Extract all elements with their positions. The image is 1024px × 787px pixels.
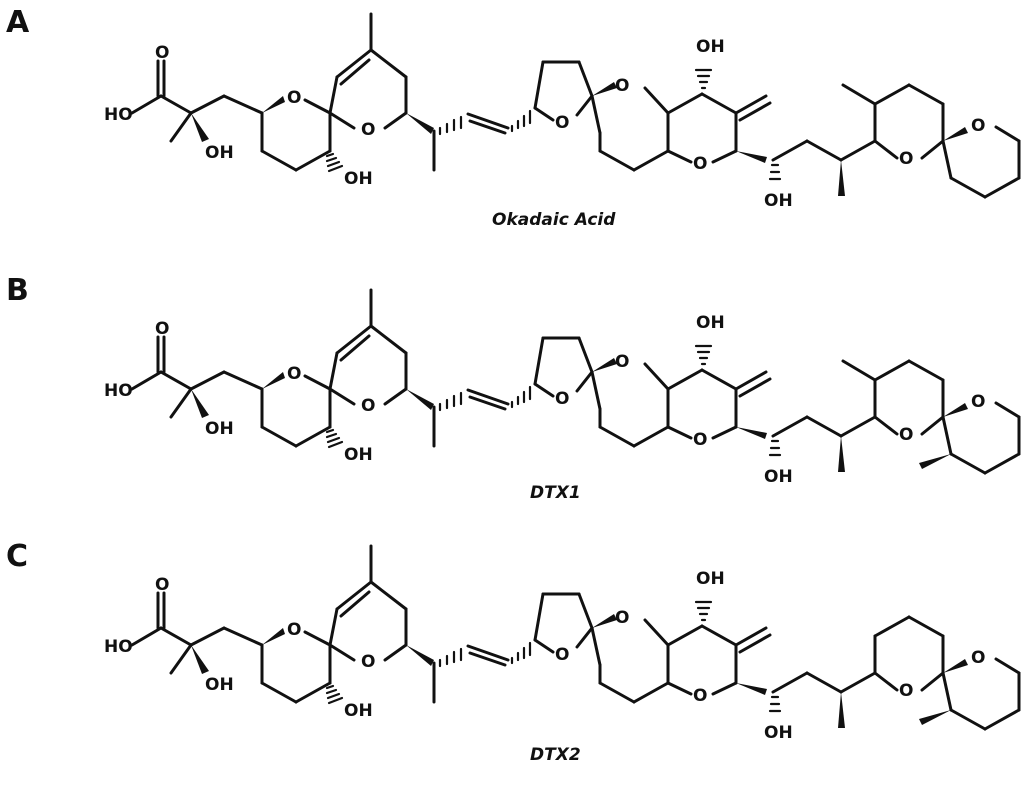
atom-label-o-ringA: O (287, 364, 301, 384)
atom-label-o-carbonyl: O (155, 575, 169, 595)
atom-label-o-ringG: O (971, 116, 985, 136)
compound-caption: Okadaic Acid (492, 210, 616, 230)
atom-label-o-ringD: O (615, 76, 629, 96)
atom-label-o-ringB: O (361, 120, 375, 140)
compound-caption: DTX1 (530, 483, 581, 503)
panel-letter: C (6, 539, 28, 574)
panel-c: C (6, 539, 1021, 765)
atom-label-ho-acid: HO (104, 381, 133, 401)
panel-b: B (6, 273, 1021, 503)
atom-label-o-ringB: O (361, 652, 375, 672)
c31-methyl-bond (841, 359, 877, 382)
c31-methyl-bond (841, 83, 877, 106)
atom-label-o-ringE: O (693, 686, 707, 706)
atom-label-o-ringF: O (899, 425, 913, 445)
atom-label-o-ringF: O (899, 681, 913, 701)
atom-label-o-thf: O (555, 389, 569, 409)
atom-label-o-ringD: O (615, 608, 629, 628)
c35-methyl-wedge (919, 710, 951, 725)
atom-label-oh-c2: OH (205, 675, 234, 695)
atom-label-oh-c24: OH (696, 569, 725, 589)
atom-label-o-carbonyl: O (155, 43, 169, 63)
atom-label-o-ringA: O (287, 620, 301, 640)
atom-label-oh-c7: OH (344, 701, 373, 721)
atom-label-oh-c27: OH (764, 467, 793, 487)
atom-label-o-ringD: O (615, 352, 629, 372)
atom-label-ho-acid: HO (104, 105, 133, 125)
atom-label-o-ringB: O (361, 396, 375, 416)
atom-label-o-ringE: O (693, 430, 707, 450)
atom-label-oh-c7: OH (344, 169, 373, 189)
atom-label-o-ringE: O (693, 154, 707, 174)
atom-label-o-thf: O (555, 113, 569, 133)
atom-label-oh-c24: OH (696, 37, 725, 57)
atom-label-oh-c2: OH (205, 143, 234, 163)
atom-label-o-ringF: O (899, 149, 913, 169)
compound-caption: DTX2 (530, 745, 581, 765)
atom-label-o-carbonyl: O (155, 319, 169, 339)
panel-letter: B (6, 273, 29, 308)
panel-a: A (6, 5, 1021, 230)
atom-label-oh-c27: OH (764, 191, 793, 211)
atom-label-o-ringG: O (971, 392, 985, 412)
panel-letter: A (6, 5, 30, 40)
atom-label-o-thf: O (555, 645, 569, 665)
c35-methyl-wedge (919, 454, 951, 469)
atom-label-oh-c24: OH (696, 313, 725, 333)
atom-label-o-ringA: O (287, 88, 301, 108)
atom-label-oh-c7: OH (344, 445, 373, 465)
atom-label-oh-c27: OH (764, 723, 793, 743)
atom-label-oh-c2: OH (205, 419, 234, 439)
atom-label-ho-acid: HO (104, 637, 133, 657)
atom-label-o-ringG: O (971, 648, 985, 668)
